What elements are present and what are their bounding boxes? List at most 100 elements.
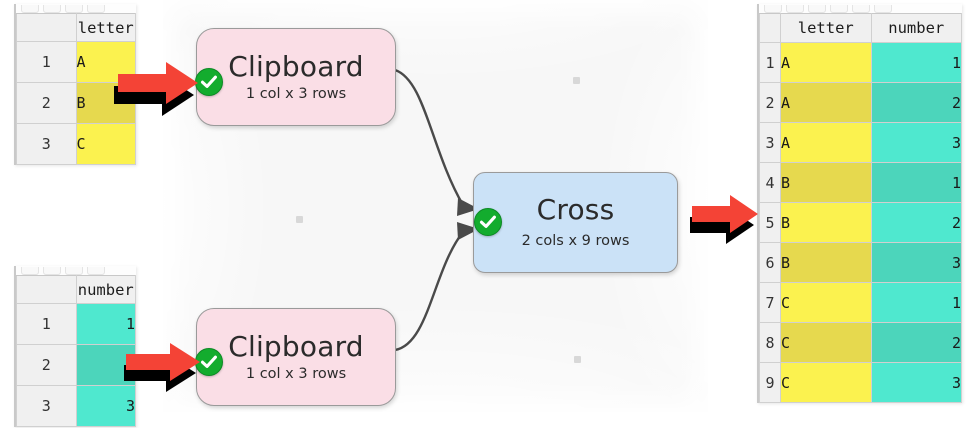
- node-clipboard-bottom[interactable]: Clipboard 1 col x 3 rows: [196, 308, 396, 406]
- row-number[interactable]: 3: [16, 123, 77, 165]
- data-grid[interactable]: letter 1 A 2 B 3 C: [16, 13, 136, 165]
- cell[interactable]: 3: [870, 242, 962, 283]
- table-row[interactable]: 1 1: [16, 303, 136, 345]
- row-number[interactable]: 4: [759, 162, 781, 203]
- table-row[interactable]: 3 C: [16, 123, 136, 165]
- toolbar-chip: [764, 4, 782, 13]
- check-circle-icon: [474, 208, 502, 236]
- cross-output-table[interactable]: letter number 1 A 1 2 A 2 3 A 3 4 B 1: [757, 4, 962, 403]
- cell[interactable]: A: [780, 82, 872, 123]
- data-grid[interactable]: letter number 1 A 1 2 A 2 3 A 3 4 B 1: [759, 13, 962, 403]
- row-number[interactable]: 2: [16, 344, 77, 386]
- row-number[interactable]: 9: [759, 362, 781, 403]
- cell[interactable]: 3: [870, 122, 962, 163]
- row-number[interactable]: 8: [759, 322, 781, 363]
- cell[interactable]: 2: [870, 82, 962, 123]
- cell[interactable]: C: [780, 322, 872, 363]
- header-row: letter: [16, 13, 136, 42]
- row-number[interactable]: 1: [759, 42, 781, 83]
- number-input-table[interactable]: number 1 1 2 2 3 3: [14, 266, 136, 427]
- toolbar-chip: [43, 4, 61, 13]
- node-title: Cross: [536, 193, 615, 227]
- toolbar-chip: [786, 4, 804, 13]
- cell[interactable]: C: [780, 362, 872, 403]
- toolbar-chip: [65, 266, 83, 275]
- cell[interactable]: B: [780, 242, 872, 283]
- table-row[interactable]: 1 A: [16, 41, 136, 83]
- cell[interactable]: B: [780, 162, 872, 203]
- cell[interactable]: 1: [75, 303, 136, 345]
- column-header-number[interactable]: number: [75, 275, 136, 304]
- letter-input-table[interactable]: letter 1 A 2 B 3 C: [14, 4, 136, 165]
- cell[interactable]: B: [780, 202, 872, 243]
- toolbar-chip: [808, 4, 826, 13]
- toolbar-chip: [21, 266, 39, 275]
- row-number[interactable]: 1: [16, 303, 77, 345]
- grid-corner: [16, 13, 77, 42]
- cell[interactable]: 3: [870, 362, 962, 403]
- toolbar-chip: [43, 266, 61, 275]
- arrow-to-clipboard-bottom: [124, 343, 200, 392]
- toolbar-chip: [852, 4, 870, 13]
- arrow-to-clipboard-top: [114, 62, 198, 116]
- header-row: number: [16, 275, 136, 304]
- table-row[interactable]: 8 C 2: [759, 322, 962, 363]
- node-subtitle: 1 col x 3 rows: [245, 85, 347, 102]
- node-title: Clipboard: [228, 49, 364, 83]
- cell[interactable]: A: [780, 42, 872, 83]
- row-number[interactable]: 3: [759, 122, 781, 163]
- row-number[interactable]: 7: [759, 282, 781, 323]
- table-row[interactable]: 3 A 3: [759, 122, 962, 163]
- table-toolbar-strip: [16, 266, 136, 275]
- toolbar-chip: [830, 4, 848, 13]
- canvas-grid-dot: [296, 216, 303, 223]
- toolbar-chip: [874, 4, 892, 13]
- toolbar-chip: [87, 266, 105, 275]
- table-row[interactable]: 9 C 3: [759, 362, 962, 403]
- cell[interactable]: C: [75, 123, 136, 165]
- table-toolbar-strip: [759, 4, 962, 13]
- column-header-letter[interactable]: letter: [75, 13, 136, 42]
- node-subtitle: 1 col x 3 rows: [245, 365, 347, 382]
- row-number[interactable]: 1: [16, 41, 77, 83]
- column-header-number[interactable]: number: [870, 13, 962, 43]
- table-row[interactable]: 2 A 2: [759, 82, 962, 123]
- toolbar-chip: [21, 4, 39, 13]
- table-row[interactable]: 4 B 1: [759, 162, 962, 203]
- cell[interactable]: C: [780, 282, 872, 323]
- arrow-from-cross-to-output: [690, 195, 758, 244]
- cell[interactable]: 1: [870, 162, 962, 203]
- check-circle-icon: [195, 68, 223, 96]
- table-row[interactable]: 5 B 2: [759, 202, 962, 243]
- table-row[interactable]: 3 3: [16, 385, 136, 427]
- row-number[interactable]: 2: [16, 82, 77, 124]
- cell[interactable]: 1: [870, 42, 962, 83]
- data-grid[interactable]: number 1 1 2 2 3 3: [16, 275, 136, 427]
- cell[interactable]: 2: [870, 322, 962, 363]
- header-row: letter number: [759, 13, 962, 43]
- toolbar-chip: [87, 4, 105, 13]
- canvas-grid-dot: [574, 356, 581, 363]
- table-row[interactable]: 2 2: [16, 344, 136, 386]
- cell[interactable]: 3: [75, 385, 136, 427]
- cell[interactable]: 1: [870, 282, 962, 323]
- column-header-letter[interactable]: letter: [780, 13, 872, 43]
- cell[interactable]: 2: [870, 202, 962, 243]
- grid-corner: [759, 13, 781, 43]
- table-row[interactable]: 6 B 3: [759, 242, 962, 283]
- row-number[interactable]: 2: [759, 82, 781, 123]
- cell[interactable]: A: [780, 122, 872, 163]
- row-number[interactable]: 5: [759, 202, 781, 243]
- toolbar-chip: [65, 4, 83, 13]
- node-cross[interactable]: Cross 2 cols x 9 rows: [473, 172, 678, 273]
- row-number[interactable]: 6: [759, 242, 781, 283]
- node-clipboard-top[interactable]: Clipboard 1 col x 3 rows: [196, 28, 396, 126]
- row-number[interactable]: 3: [16, 385, 77, 427]
- table-row[interactable]: 7 C 1: [759, 282, 962, 323]
- node-title: Clipboard: [228, 329, 364, 363]
- table-row[interactable]: 1 A 1: [759, 42, 962, 83]
- node-subtitle: 2 cols x 9 rows: [521, 233, 630, 250]
- table-toolbar-strip: [16, 4, 136, 13]
- canvas-grid-dot: [573, 77, 580, 84]
